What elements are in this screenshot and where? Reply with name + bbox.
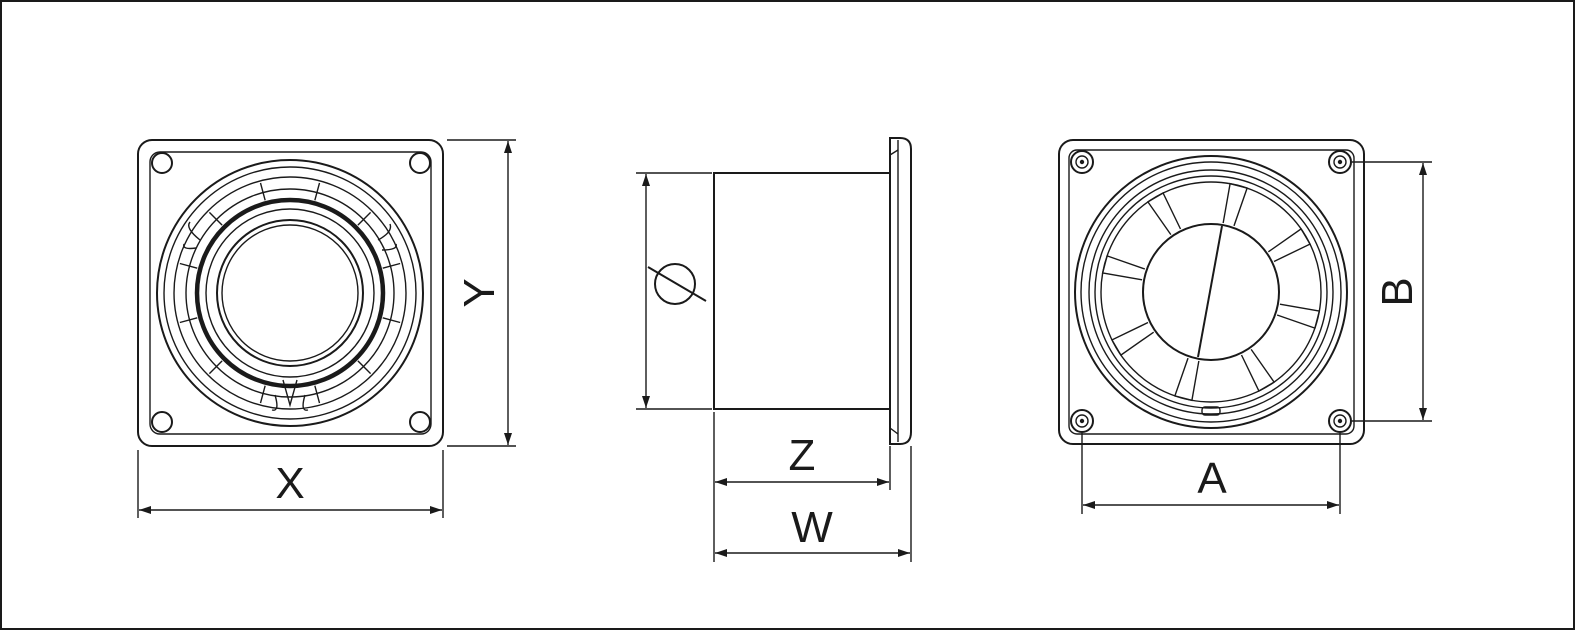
label-b: B: [1373, 277, 1422, 306]
front-plate-outer: [137, 139, 444, 447]
back-blade: [1240, 348, 1276, 392]
back-ring-3: [1088, 169, 1334, 415]
side-flange: [889, 137, 912, 445]
front-slot: [259, 385, 266, 404]
back-blade: [1267, 227, 1311, 263]
back-screw-top-left: [1070, 150, 1094, 174]
back-dimensions: [1081, 161, 1432, 514]
front-slot: [314, 385, 321, 404]
back-view: [1058, 139, 1365, 445]
front-slot: [179, 317, 198, 324]
front-view: [137, 139, 444, 447]
back-screw-bottom-right: [1328, 409, 1352, 433]
front-ring-4: [185, 188, 395, 398]
front-slots: [179, 182, 401, 404]
front-heavy-ring: [194, 197, 386, 389]
label-a: A: [1197, 454, 1227, 503]
front-slot: [382, 317, 401, 324]
front-slot: [357, 211, 372, 226]
label-x: X: [275, 459, 304, 508]
front-slot: [259, 182, 266, 201]
front-slot: [208, 211, 223, 226]
front-plate-inner: [149, 151, 432, 435]
side-view: [647, 137, 912, 445]
diameter-symbol-slash: [647, 266, 707, 302]
back-plate-inner: [1068, 149, 1355, 435]
back-blade: [1101, 254, 1146, 281]
front-ring-3: [173, 176, 407, 410]
front-slot: [179, 262, 198, 269]
label-w: W: [791, 503, 833, 552]
back-screw-bottom-left: [1070, 409, 1094, 433]
front-hole-bottom-right: [409, 411, 431, 433]
side-duct-body: [713, 172, 891, 410]
front-ring-5: [205, 208, 375, 378]
front-hook-bottom: [271, 379, 309, 411]
back-hub-seam: [1197, 225, 1223, 358]
front-hub-outer: [216, 219, 364, 367]
back-blade: [1173, 357, 1200, 402]
back-screw-top-right: [1328, 150, 1352, 174]
front-hub-inner: [221, 224, 359, 362]
front-hook-left: [183, 221, 201, 250]
back-ring-2: [1080, 161, 1342, 423]
front-hook-right: [377, 223, 397, 251]
diameter-symbol-circle: [654, 263, 696, 305]
back-tab: [1201, 406, 1221, 416]
front-hole-top-left: [151, 152, 173, 174]
label-z: Z: [789, 431, 816, 480]
back-blade: [1111, 321, 1155, 357]
front-slot: [208, 360, 223, 375]
back-hub: [1142, 223, 1280, 361]
front-slot: [357, 360, 372, 375]
front-slot: [382, 262, 401, 269]
back-ring-5: [1100, 181, 1322, 403]
front-slot: [314, 182, 321, 201]
label-y: Y: [455, 278, 504, 307]
back-blade: [1276, 303, 1321, 330]
back-outer-ring: [1074, 155, 1348, 429]
back-blade: [1146, 192, 1182, 236]
front-hole-bottom-left: [151, 411, 173, 433]
back-ring-4: [1094, 175, 1328, 409]
back-blades: [1101, 182, 1321, 402]
front-outer-ring: [156, 159, 424, 427]
back-plate-outer: [1058, 139, 1365, 445]
front-ring-2: [163, 166, 417, 420]
side-dimensions: [636, 172, 912, 562]
back-blade: [1222, 182, 1249, 227]
front-dimensions: [137, 139, 516, 518]
front-hole-top-right: [409, 152, 431, 174]
